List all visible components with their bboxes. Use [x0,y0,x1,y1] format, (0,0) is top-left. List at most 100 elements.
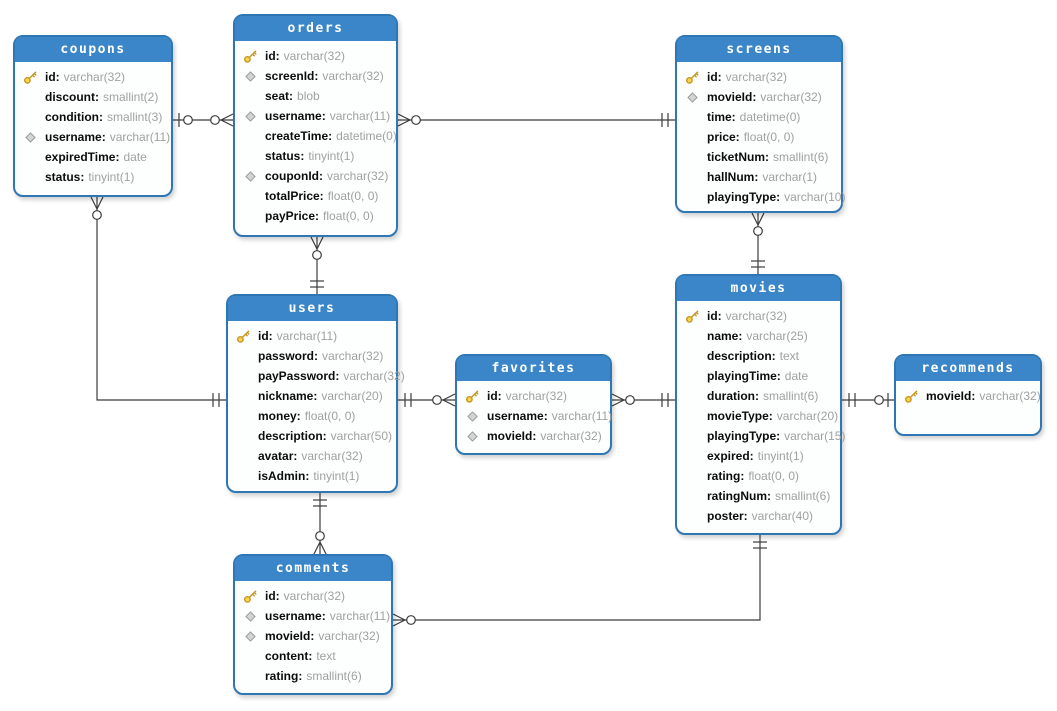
field-orders-totalPrice[interactable]: totalPrice:float(0, 0) [235,186,396,206]
field-screens-id[interactable]: id:varchar(32) [677,67,841,87]
relationship-coupons-users[interactable] [90,196,226,407]
field-comments-movieId[interactable]: movieId:varchar(32) [235,626,391,646]
primary-key-icon [235,49,265,64]
field-type: varchar(32) [725,309,788,323]
table-coupons[interactable]: coupons id:varchar(32)discount:smallint(2… [13,35,173,197]
field-name: id: [265,589,280,603]
field-screens-movieId[interactable]: movieId:varchar(32) [677,87,841,107]
field-orders-createTime[interactable]: createTime:datetime(0) [235,126,397,146]
field-users-password[interactable]: password:varchar(32) [228,346,396,366]
field-users-id[interactable]: id:varchar(11) [228,326,396,346]
field-name: id: [265,49,280,63]
relationship-movies-recommends[interactable] [842,393,894,407]
field-comments-username[interactable]: username:varchar(11) [235,606,391,626]
field-favorites-movieId[interactable]: movieId:varchar(32) [457,426,610,446]
field-type: date [784,369,809,383]
field-type: varchar(11) [329,109,391,123]
relationship-favorites-movies[interactable] [611,393,675,407]
field-type: tinyint(1) [88,170,135,184]
field-coupons-id[interactable]: id:varchar(32) [15,67,171,87]
field-users-description[interactable]: description:varchar(50) [228,426,396,446]
table-movies[interactable]: movies id:varchar(32)name:varchar(25)desc… [675,274,845,535]
field-movies-playingType[interactable]: playingType:varchar(15) [677,426,845,446]
table-title-recommends[interactable]: recommends [896,356,1040,381]
table-orders[interactable]: orders id:varchar(32)screenId:varchar(32)… [233,14,398,237]
field-orders-id[interactable]: id:varchar(32) [235,46,396,66]
field-users-money[interactable]: money:float(0, 0) [228,406,396,426]
field-coupons-username[interactable]: username:varchar(11) [15,127,171,147]
field-screens-time[interactable]: time:datetime(0) [677,107,841,127]
field-type: varchar(32) [343,369,405,383]
field-type: float(0, 0) [748,469,800,483]
field-movies-playingTime[interactable]: playingTime:date [677,366,840,386]
table-screens[interactable]: screens id:varchar(32)movieId:varchar(32)… [675,35,845,213]
field-screens-hallNum[interactable]: hallNum:varchar(1) [677,167,841,187]
field-movies-id[interactable]: id:varchar(32) [677,306,840,326]
field-movies-duration[interactable]: duration:smallint(6) [677,386,840,406]
field-comments-id[interactable]: id:varchar(32) [235,586,391,606]
field-users-isAdmin[interactable]: isAdmin:tinyint(1) [228,466,396,486]
table-title-users[interactable]: users [228,296,396,321]
field-name: status: [45,170,85,184]
primary-key-icon [896,389,926,404]
field-orders-seat[interactable]: seat:blob [235,86,396,106]
field-movies-rating[interactable]: rating:float(0, 0) [677,466,840,486]
field-orders-couponId[interactable]: couponId:varchar(32) [235,166,396,186]
field-name: username: [487,409,548,423]
relationship-users-comments[interactable] [313,493,327,555]
field-users-nickname[interactable]: nickname:varchar(20) [228,386,396,406]
table-title-favorites[interactable]: favorites [457,356,610,381]
field-orders-screenId[interactable]: screenId:varchar(32) [235,66,396,86]
relationship-orders-screens[interactable] [397,113,675,127]
field-type: text [779,349,800,363]
relationship-users-favorites[interactable] [398,393,456,407]
table-users[interactable]: users id:varchar(11)password:varchar(32)p… [226,294,405,493]
field-name: status: [265,149,305,163]
relationship-screens-movies[interactable] [751,212,765,274]
field-screens-playingType[interactable]: playingType:varchar(10) [677,187,845,207]
field-users-avatar[interactable]: avatar:varchar(32) [228,446,396,466]
relationship-orders-users[interactable] [310,236,324,294]
field-coupons-status[interactable]: status:tinyint(1) [15,167,171,187]
field-favorites-id[interactable]: id:varchar(32) [457,386,610,406]
field-orders-payPrice[interactable]: payPrice:float(0, 0) [235,206,396,226]
field-type: varchar(32) [760,90,822,104]
field-movies-ratingNum[interactable]: ratingNum:smallint(6) [677,486,840,506]
field-name: playingType: [707,190,781,204]
field-screens-ticketNum[interactable]: ticketNum:smallint(6) [677,147,841,167]
field-movies-poster[interactable]: poster:varchar(40) [677,506,840,526]
field-screens-price[interactable]: price:float(0, 0) [677,127,841,147]
table-recommends[interactable]: recommends movieId:varchar(32) [894,354,1042,436]
field-name: totalPrice: [265,189,324,203]
table-title-coupons[interactable]: coupons [15,37,171,62]
field-type: varchar(11) [551,409,613,423]
table-comments[interactable]: comments id:varchar(32)username:varchar(1… [233,554,393,695]
field-movies-name[interactable]: name:varchar(25) [677,326,840,346]
table-title-comments[interactable]: comments [235,556,391,581]
field-comments-rating[interactable]: rating:smallint(6) [235,666,391,686]
field-movies-movieType[interactable]: movieType:varchar(20) [677,406,840,426]
field-type: varchar(20) [321,389,383,403]
table-title-screens[interactable]: screens [677,37,841,62]
field-movies-description[interactable]: description:text [677,346,840,366]
field-coupons-discount[interactable]: discount:smallint(2) [15,87,171,107]
relationship-coupons-orders[interactable] [173,113,234,127]
field-coupons-expiredTime[interactable]: expiredTime:date [15,147,171,167]
relationship-comments-movies[interactable] [392,535,767,627]
field-orders-username[interactable]: username:varchar(11) [235,106,396,126]
table-title-movies[interactable]: movies [677,276,840,301]
field-coupons-condition[interactable]: condition:smallint(3) [15,107,171,127]
field-name: description: [258,429,327,443]
field-favorites-username[interactable]: username:varchar(11) [457,406,613,426]
field-recommends-movieId[interactable]: movieId:varchar(32) [896,386,1041,406]
field-comments-content[interactable]: content:text [235,646,391,666]
field-name: poster: [707,509,748,523]
table-title-orders[interactable]: orders [235,16,396,41]
field-type: varchar(11) [109,130,171,144]
field-orders-status[interactable]: status:tinyint(1) [235,146,396,166]
field-movies-expired[interactable]: expired:tinyint(1) [677,446,840,466]
foreign-key-icon [235,110,265,122]
field-users-payPassword[interactable]: payPassword:varchar(32) [228,366,405,386]
